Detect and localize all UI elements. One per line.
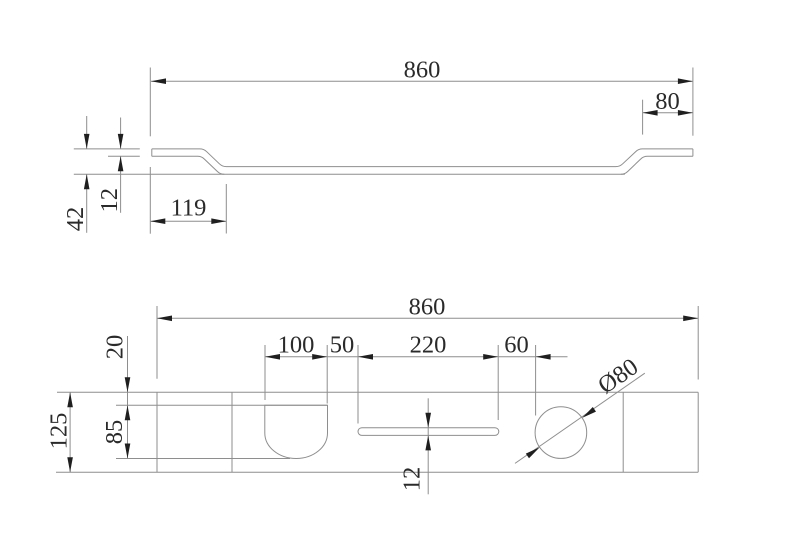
svg-text:85: 85 xyxy=(101,420,128,445)
svg-text:80: 80 xyxy=(655,88,680,115)
svg-text:12: 12 xyxy=(399,467,426,492)
svg-text:42: 42 xyxy=(62,207,89,232)
svg-text:60: 60 xyxy=(504,331,529,358)
svg-text:100: 100 xyxy=(278,331,315,358)
svg-text:860: 860 xyxy=(409,294,446,321)
svg-text:12: 12 xyxy=(96,188,123,213)
svg-text:119: 119 xyxy=(171,195,207,222)
svg-text:50: 50 xyxy=(330,331,355,358)
svg-text:125: 125 xyxy=(46,413,73,450)
svg-text:860: 860 xyxy=(404,56,441,83)
svg-text:20: 20 xyxy=(101,335,128,360)
svg-text:220: 220 xyxy=(410,331,447,358)
